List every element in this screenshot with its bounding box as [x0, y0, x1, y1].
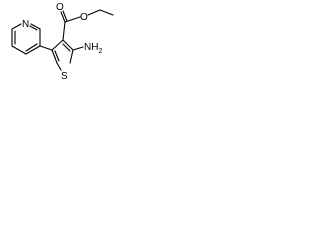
pyridine-double-bond: [29, 25, 38, 31]
carbonyl-double-bond: [60, 11, 66, 23]
thiophene-bond: [62, 39, 74, 51]
thiophene-sulfur-label: S: [61, 71, 68, 82]
ester-bond: [87, 9, 101, 16]
pyridine-bond: [30, 23, 41, 30]
ester-oxygen-label: O: [80, 12, 88, 23]
amino-subscript-text: 2: [98, 48, 102, 55]
thiophene-bond: [51, 39, 64, 51]
thiophene-bond: [69, 49, 74, 64]
amino-group-label: NH2: [84, 42, 102, 55]
thiophene-double-bond: [54, 50, 60, 62]
pyridine-bond: [11, 23, 22, 30]
pyridine-nitrogen-label: N: [22, 19, 29, 30]
thiophene-bond: [56, 62, 62, 71]
thiophene-bond: [51, 49, 58, 64]
ester-bond: [62, 21, 66, 41]
thiophene-ring: [51, 39, 74, 71]
chemical-structure-diagram: N O O S NH2: [11, 2, 114, 82]
carbonyl-double-bond: [62, 10, 68, 22]
pyridine-bond: [25, 45, 41, 55]
amino-nh-text: NH: [84, 42, 98, 53]
pyridine-ring: [11, 23, 41, 55]
ester-group: [60, 9, 114, 41]
thiophene-double-bond: [62, 43, 71, 52]
ester-bond: [64, 16, 81, 23]
pyridine-bond: [11, 45, 27, 55]
pyridine-double-bond: [25, 43, 38, 52]
aryl-aryl-bond: [39, 45, 53, 51]
carbonyl-oxygen-label: O: [56, 2, 64, 13]
ethyl-bond: [99, 9, 114, 16]
amino-bond: [72, 46, 84, 51]
